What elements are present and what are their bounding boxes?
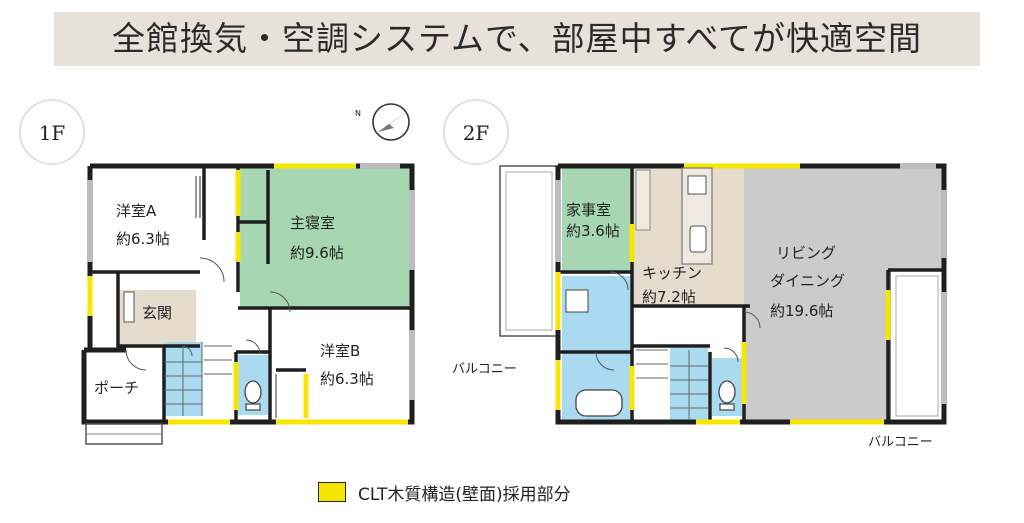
windows-1f <box>87 163 415 400</box>
toilet-icon-1f <box>244 380 262 404</box>
legend: CLT木質構造(壁面)採用部分 <box>318 480 571 505</box>
door-swings-2f <box>595 271 761 371</box>
north-compass-icon: N <box>355 103 410 141</box>
toilet-icon-2f <box>718 380 736 404</box>
balcony-left-label: バルコニー <box>452 362 517 377</box>
room-entrance-name: 玄関 <box>142 304 172 322</box>
living-area <box>744 166 888 422</box>
stairs-2f <box>636 349 708 420</box>
floor-1f-circle <box>19 99 85 165</box>
legend-label: CLT木質構造(壁面)採用部分 <box>358 484 571 505</box>
windows-2f <box>555 163 947 404</box>
room-western-b-size: 約6.3帖 <box>320 370 374 388</box>
room-utility-size: 約3.6帖 <box>566 222 620 240</box>
master-closet-area <box>240 168 268 264</box>
room-master-name: 主寝室 <box>290 214 335 232</box>
balcony-left <box>499 165 559 337</box>
floor-2f-circle <box>443 99 509 165</box>
title-banner: 全館換気・空調システムで、部屋中すべてが快適空間 <box>54 12 980 66</box>
page-title: 全館換気・空調システムで、部屋中すべてが快適空間 <box>111 19 923 58</box>
interior-walls-2f <box>558 166 944 422</box>
bathtub-icon <box>575 389 623 417</box>
floor-1f-label: 1F <box>39 121 66 145</box>
legend-clt-swatch <box>318 482 346 502</box>
room-western-a-size: 約6.3帖 <box>116 230 170 248</box>
utility-room-area <box>562 168 630 272</box>
balcony-right-label: バルコニー <box>868 435 933 450</box>
floor-1f-plan: 1F N <box>19 99 415 445</box>
svg-text:N: N <box>355 109 361 118</box>
sink-icon <box>689 225 707 253</box>
floor-2f-plan: 2F <box>443 99 947 450</box>
room-western-b-name: 洋室B <box>320 342 360 360</box>
room-living-size: 約19.6帖 <box>770 302 833 320</box>
washbasin-icon <box>565 289 589 313</box>
room-master-size: 約9.6帖 <box>290 244 344 262</box>
room-dining-name: ダイニング <box>770 272 845 290</box>
room-utility-name: 家事室 <box>566 201 611 219</box>
door-swings-1f <box>125 257 291 371</box>
floor-2f-label: 2F <box>463 121 490 145</box>
balcony-right <box>889 269 945 423</box>
room-western-a-name: 洋室A <box>116 202 157 220</box>
clt-walls-2f <box>555 163 891 425</box>
room-kitchen-size: 約7.2帖 <box>642 288 696 306</box>
interior-walls-1f <box>90 166 412 422</box>
room-kitchen-name: キッチン <box>642 264 702 282</box>
clt-walls-1f <box>87 163 408 425</box>
closet-doors-1f <box>195 176 277 418</box>
room-living-name: リビング <box>776 244 836 262</box>
room-porch-name: ポーチ <box>94 379 139 397</box>
stairs-1f <box>164 342 232 416</box>
exterior-walls-2f <box>555 163 947 425</box>
stove-icon <box>687 175 707 195</box>
